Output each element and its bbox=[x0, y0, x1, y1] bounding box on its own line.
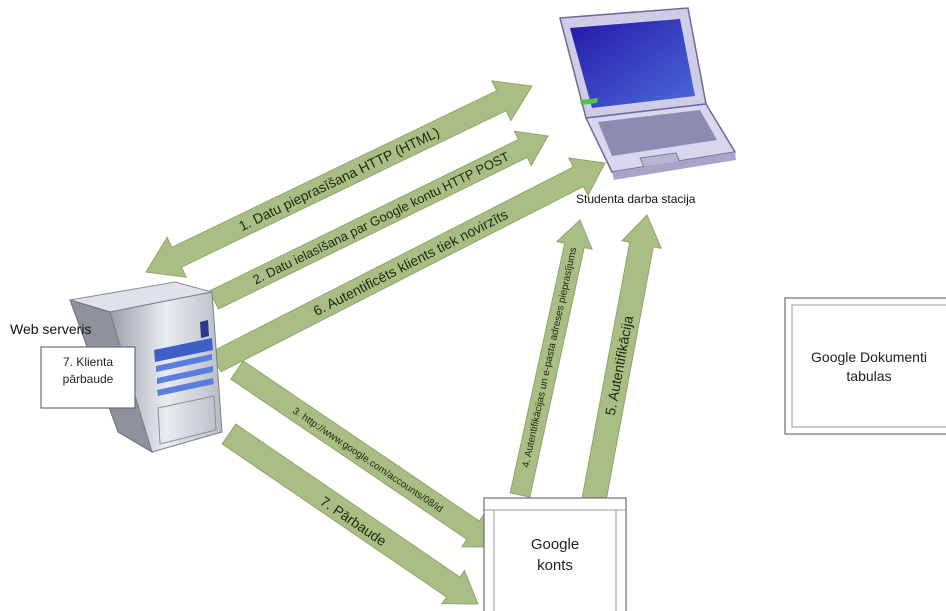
google-docs-label: Google Dokumenti tabulas bbox=[788, 348, 946, 386]
client-check-box bbox=[40, 346, 136, 409]
google-account-label: Google konts bbox=[494, 534, 616, 576]
google-docs-line2: tabulas bbox=[846, 368, 892, 384]
laptop-icon bbox=[559, 7, 737, 180]
google-docs-box-inner bbox=[791, 304, 946, 428]
arrow-label-step6: 6. Autentificēts klients tiek novirzīts bbox=[311, 206, 511, 319]
google-docs-box bbox=[784, 297, 946, 435]
web-server-label: Web serveris bbox=[10, 321, 92, 337]
arrow-step4: 4. Autentifikācijas un e-pasta adreses p… bbox=[509, 219, 593, 498]
arrow-step5: 5. Autentifikācija bbox=[578, 214, 663, 519]
arrow-shape-step1 bbox=[145, 80, 533, 278]
client-check-label: 7. Klienta pārbaude bbox=[41, 354, 135, 388]
arrow-label-step1: 1. Datu pieprasīšana HTTP (HTML) bbox=[236, 124, 442, 234]
arrow-shape-step7 bbox=[221, 423, 479, 605]
google-account-line2: konts bbox=[537, 557, 573, 574]
client-check-line2: pārbaude bbox=[62, 372, 114, 386]
google-account-line1: Google bbox=[530, 536, 580, 553]
arrow-shape-step2 bbox=[208, 130, 549, 310]
arrow-shape-step5 bbox=[578, 214, 663, 519]
arrow-shape-step4 bbox=[509, 219, 593, 498]
google-account-box bbox=[483, 497, 627, 611]
client-check-line1: 7. Klienta bbox=[62, 355, 114, 369]
arrow-label-step7: 7. Pārbaude bbox=[317, 493, 389, 549]
google-docs-line1: Google Dokumenti bbox=[811, 349, 927, 365]
arrow-label-step4: 4. Autentifikācijas un e-pasta adreses p… bbox=[521, 246, 580, 468]
arrow-shape-step6 bbox=[210, 157, 606, 373]
workstation-label: Studenta darba stacija bbox=[576, 192, 696, 206]
